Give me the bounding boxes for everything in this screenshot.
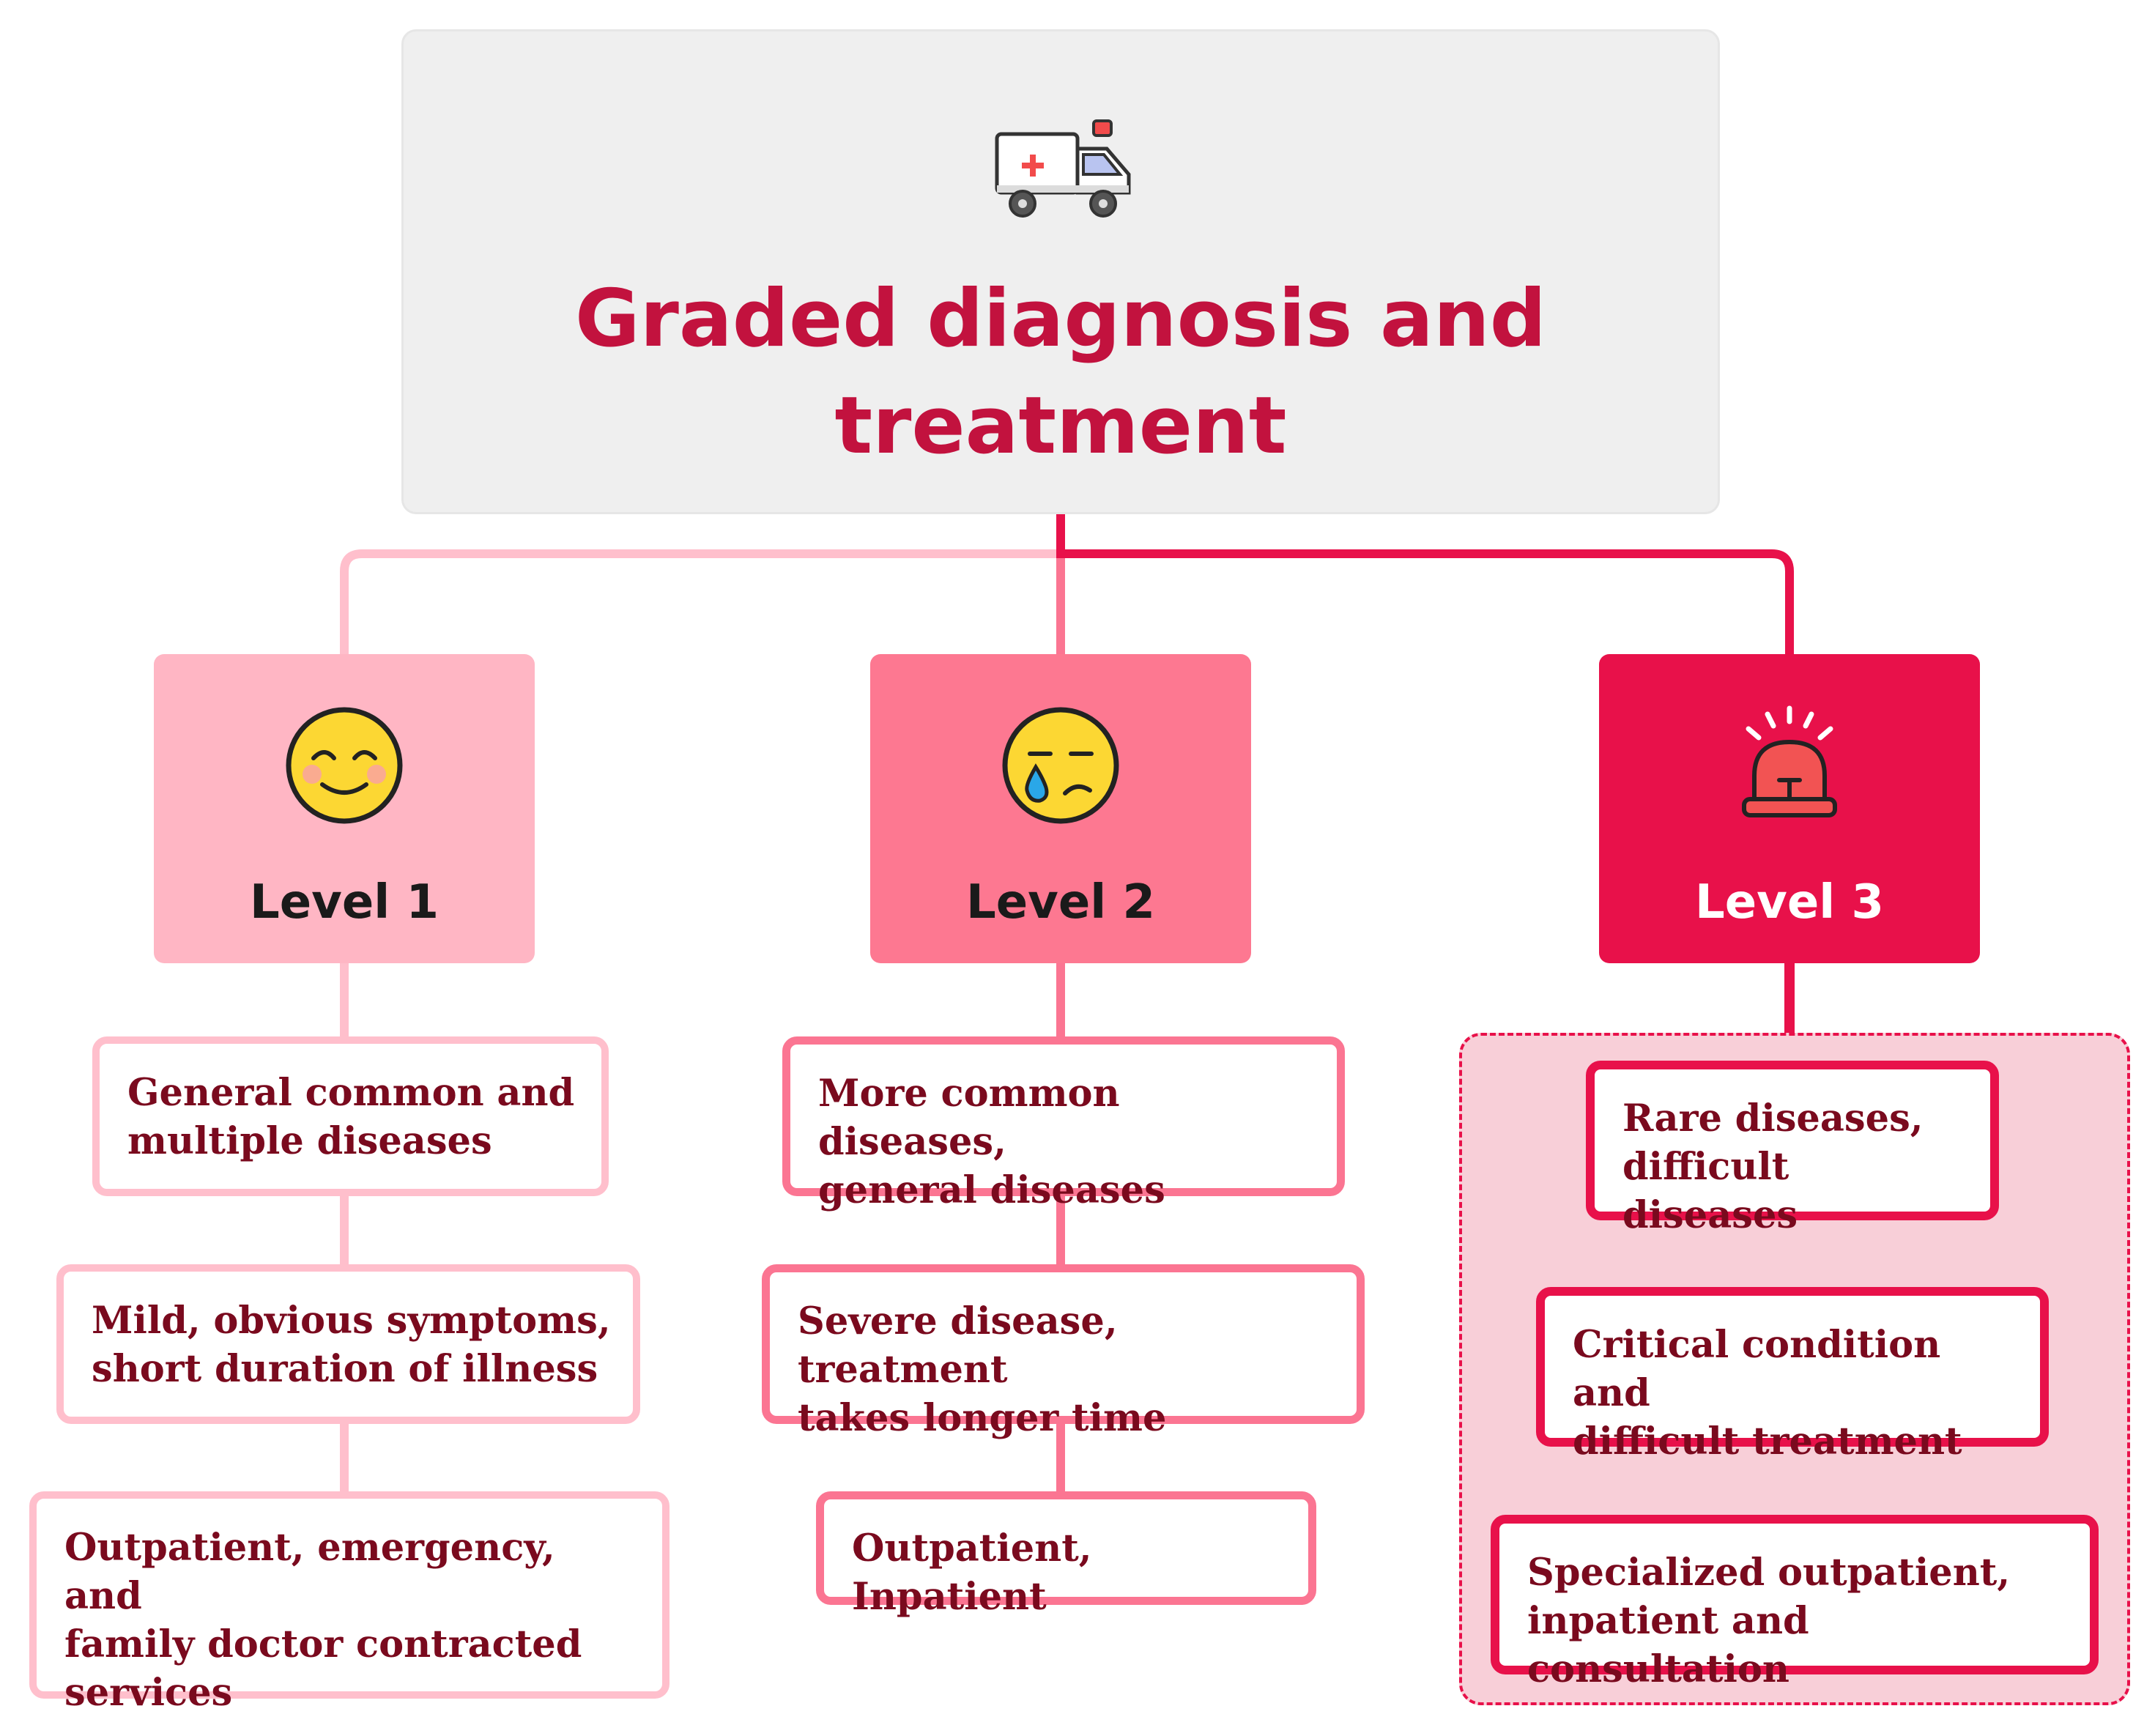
item-text-line: difficult diseases <box>1622 1145 1798 1237</box>
level2-card: Level 2 <box>870 654 1251 963</box>
item-text-line: inpatient and consultation <box>1527 1599 1809 1691</box>
level2-label: Level 2 <box>965 875 1156 930</box>
page-title: Graded diagnosis and treatment <box>574 273 1547 472</box>
level2-item-3: Outpatient, Inpatient <box>816 1491 1316 1619</box>
alarm-siren-icon <box>1742 705 1837 817</box>
item-text-line: short duration of illness <box>92 1347 598 1391</box>
level3-item-1: Rare diseases, difficult diseases <box>1586 1061 1999 1237</box>
item-text-line: More common diseases, <box>818 1072 1120 1164</box>
item-text-line: General common and <box>127 1071 575 1115</box>
smiling-face-icon <box>286 707 403 824</box>
connector-root-level1 <box>340 514 1065 654</box>
level3-item-2: Critical condition and difficult treatme… <box>1536 1287 2049 1464</box>
level1-item-2: Mild, obvious symptoms, short duration o… <box>56 1264 640 1424</box>
item-text-line: family doctor contracted <box>64 1622 582 1666</box>
item-text-line: general diseases <box>818 1168 1165 1212</box>
item-text-line: takes longer time <box>798 1396 1167 1440</box>
level1-card: Level 1 <box>154 654 535 963</box>
root-node: Graded diagnosis and treatment <box>401 29 1720 514</box>
level2-item-2: Severe disease, treatment takes longer t… <box>762 1264 1365 1440</box>
connector-root-level3 <box>1056 514 1794 654</box>
level1-item-1: General common and multiple diseases <box>92 1036 609 1196</box>
item-text-line: Severe disease, treatment <box>798 1299 1118 1392</box>
level1-item-3: Outpatient, emergency, and family doctor… <box>29 1491 670 1715</box>
item-text-line: Rare diseases, <box>1622 1097 1924 1140</box>
level1-label: Level 1 <box>249 875 439 930</box>
item-text-line: Outpatient, emergency, and <box>64 1526 555 1618</box>
item-text-line: difficult treatment <box>1573 1420 1962 1464</box>
level3-label: Level 3 <box>1694 875 1885 930</box>
item-text-line: Critical condition and <box>1573 1323 1941 1415</box>
item-text-line: Mild, obvious symptoms, <box>92 1299 611 1343</box>
item-text-line: Specialized outpatient, <box>1527 1551 2011 1595</box>
level3-item-3: Specialized outpatient, inpatient and co… <box>1491 1515 2099 1691</box>
crying-face-icon <box>1002 707 1119 824</box>
ambulance-icon <box>995 119 1131 218</box>
item-text-line: multiple diseases <box>127 1119 492 1163</box>
level2-item-1: More common diseases, general diseases <box>782 1036 1345 1212</box>
item-text-line: Outpatient, Inpatient <box>852 1527 1092 1619</box>
level3-card: Level 3 <box>1599 654 1980 963</box>
item-text-line: services <box>64 1671 233 1715</box>
